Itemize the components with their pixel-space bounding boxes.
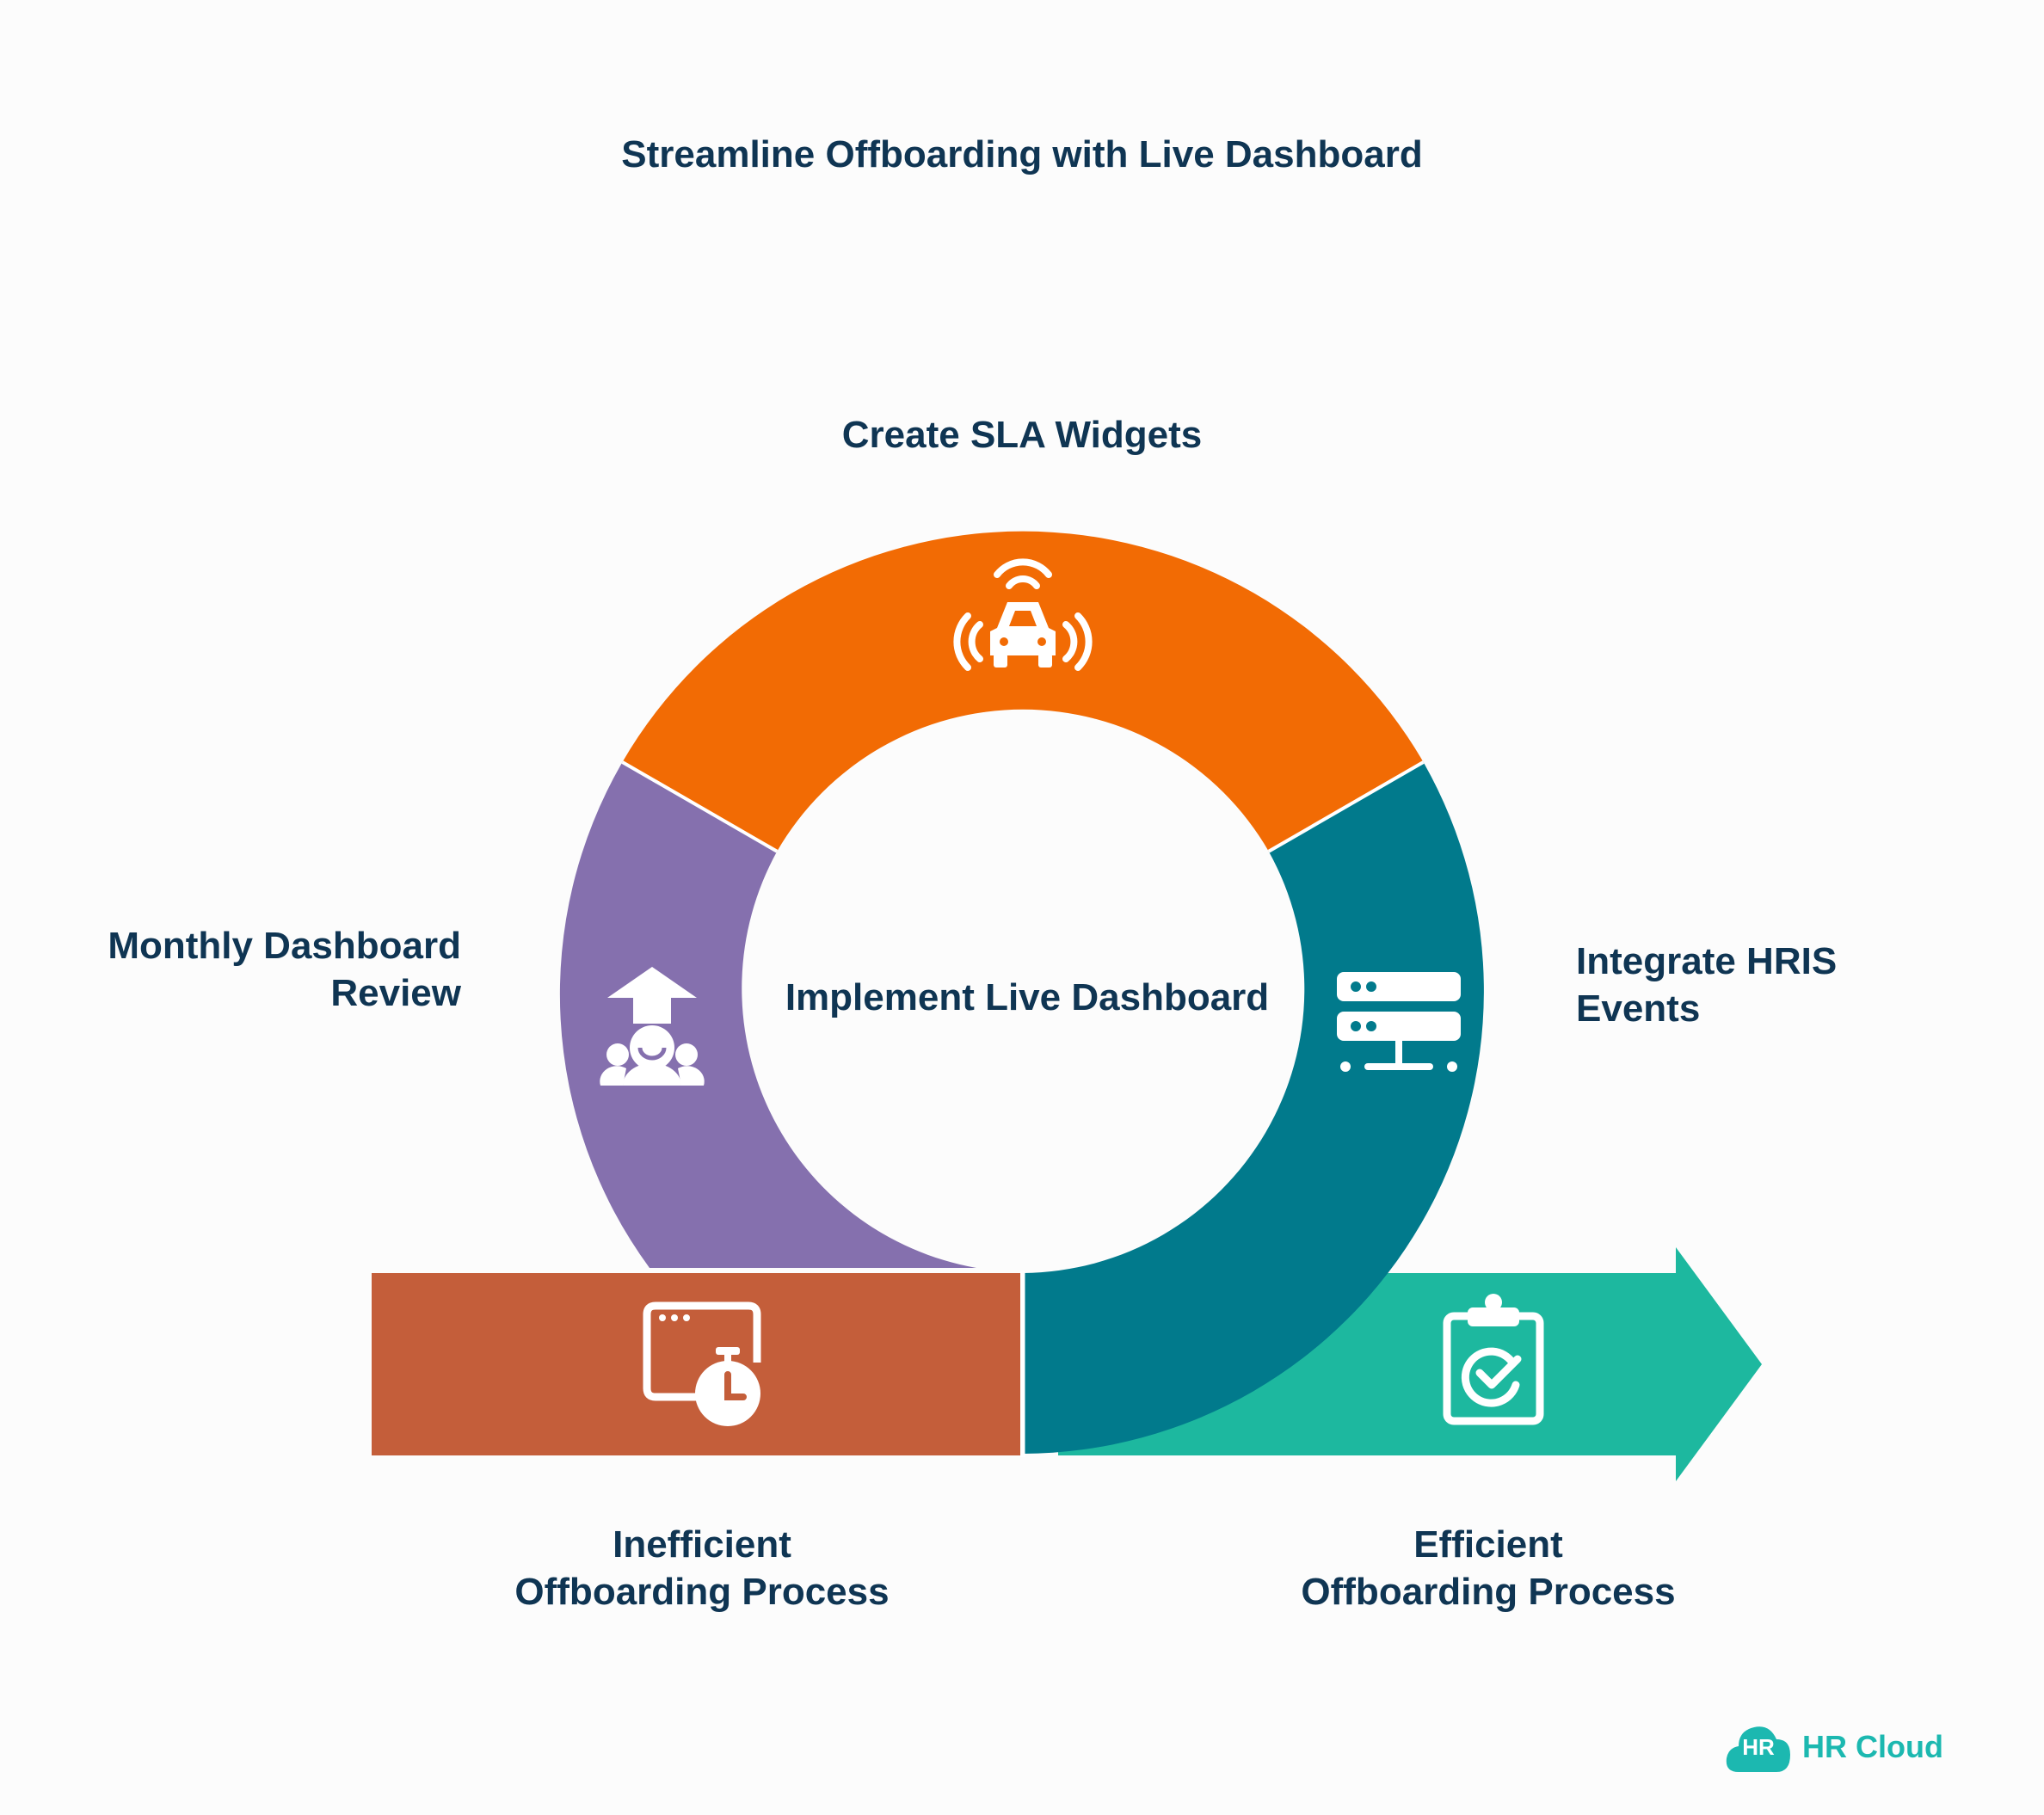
efficient-process-label: Efficient Offboarding Process [1230,1521,1746,1615]
integrate-hris-events-line1: Integrate HRIS [1576,940,1838,982]
brand-name: HR Cloud [1802,1729,1943,1764]
inefficient-process-bar [372,1273,1020,1455]
hr-cloud-logo: HR HR Cloud [1725,1719,1943,1775]
integrate-hris-events-label: Integrate HRIS Events [1576,938,1920,1032]
inefficient-process-label: Inefficient Offboarding Process [444,1521,960,1615]
monthly-dashboard-review-segment[interactable] [559,762,976,1268]
monthly-dashboard-review-label: Monthly Dashboard Review [86,922,461,1017]
brand-badge-text: HR [1742,1734,1775,1760]
efficient-process-line1: Efficient [1413,1523,1563,1566]
inefficient-process-line1: Inefficient [613,1523,791,1566]
create-sla-widgets-segment[interactable] [622,531,1424,852]
monthly-dashboard-review-line2: Review [330,972,461,1014]
browser-timer-icon [643,1301,761,1426]
center-label: Implement Live Dashboard [785,976,1269,1018]
diagram-title: Streamline Offboarding with Live Dashboa… [621,133,1423,175]
server-network-icon [1337,972,1461,1072]
integrate-hris-events-line2: Events [1576,987,1701,1030]
monthly-dashboard-review-line1: Monthly Dashboard [108,925,461,967]
cloud-badge-icon: HR [1725,1720,1792,1774]
integrate-hris-events-segment[interactable] [1023,762,1484,1454]
create-sla-widgets-label: Create SLA Widgets [841,414,1203,456]
team-growth-icon [600,967,705,1086]
inefficient-process-line2: Offboarding Process [514,1571,890,1613]
clipboard-check-icon [1443,1294,1544,1425]
wireless-car-icon [953,558,1093,671]
efficient-process-line2: Offboarding Process [1301,1571,1676,1613]
